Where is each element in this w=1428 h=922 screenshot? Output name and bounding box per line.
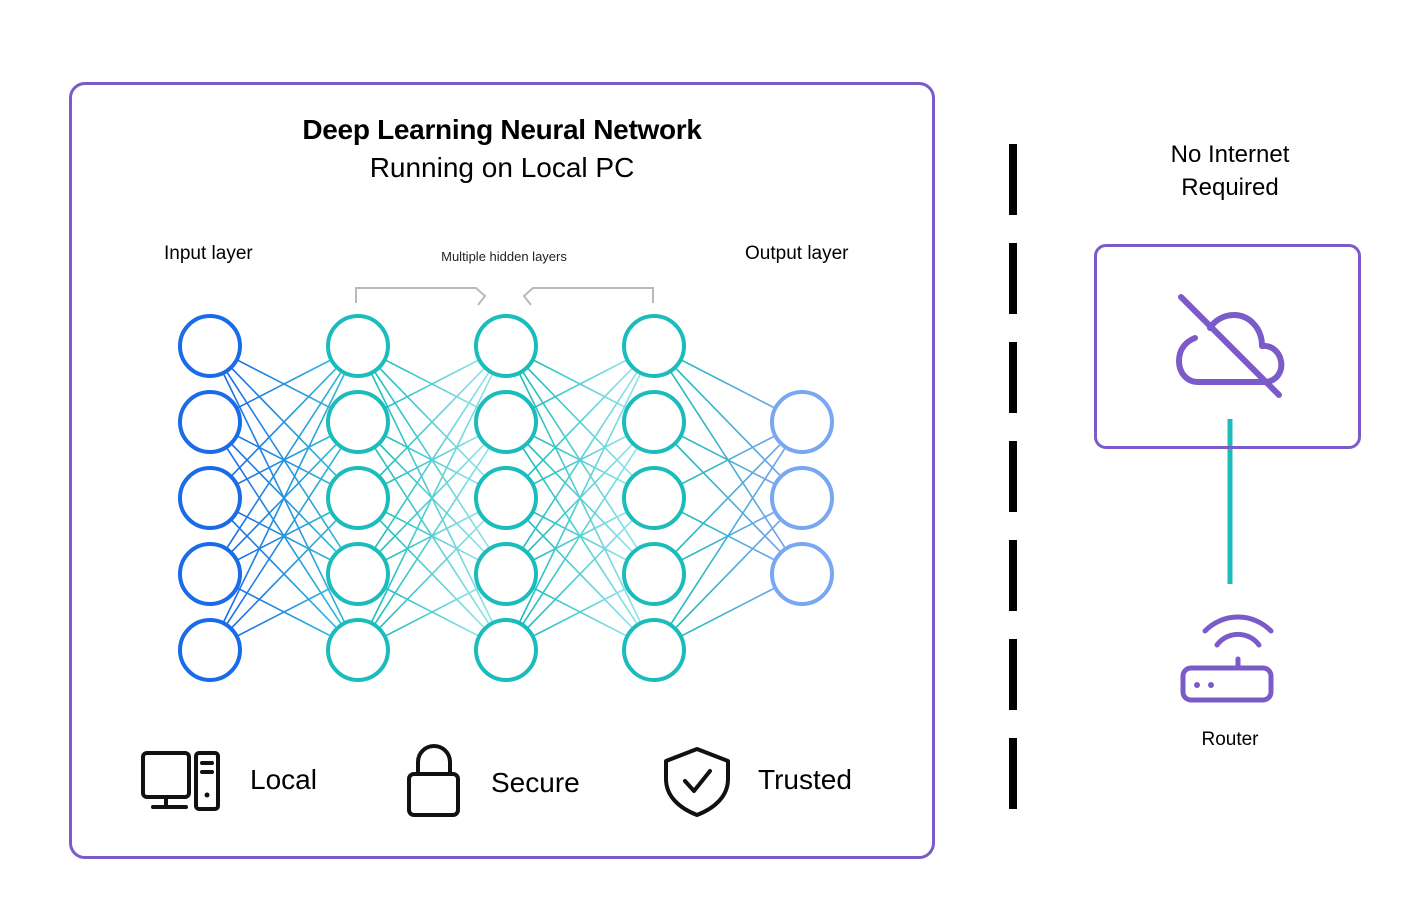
connection-l0-4-2 [230,520,337,630]
connection-l2-2-3 [532,510,626,561]
input-node-1 [178,314,242,378]
no-internet-line-2: Required [1181,174,1279,201]
connection-l2-4-0 [518,374,641,624]
connection-l1-2-3 [384,510,478,561]
hidden-1-node-2 [326,390,390,454]
connection-l1-4-2 [378,520,485,630]
no-internet-title: No Internet Required [1100,138,1360,204]
connection-l2-1-0 [532,359,626,410]
connection-l0-2-3 [236,510,330,561]
diagram-subtitle: Running on Local PC [369,152,635,183]
connection-l2-4-3 [532,587,626,638]
connection-l0-3-0 [225,372,342,550]
connection-l2-0-1 [532,358,626,409]
hidden-3-node-1 [622,314,686,378]
input-node-4 [178,542,242,606]
connection-l0-0-1 [236,358,330,409]
feature-local-label: Local [250,764,317,795]
output-layer-label: Output layer [745,243,849,264]
connection-l1-4-0 [370,374,493,624]
connection-l3-2-2 [680,510,774,561]
connection-l2-3-4 [532,586,626,637]
no-internet-line-1: No Internet [1170,141,1290,168]
connection-l0-4-0 [222,374,345,624]
connection-l3-2-0 [680,435,774,486]
connection-l0-3-4 [236,586,330,637]
router-icon [1180,614,1274,703]
input-node-3 [178,466,242,530]
connection-l0-2-0 [230,368,337,478]
connection-l0-4-1 [225,448,342,626]
connection-l2-2-0 [526,368,633,478]
hidden-3-node-4 [622,542,686,606]
input-node-5 [178,618,242,682]
connection-l2-4-2 [526,520,633,630]
hidden-layers-label: Multiple hidden layers [441,249,567,264]
connection-l0-1-0 [236,359,330,410]
connection-l1-3-4 [384,586,478,637]
connection-l1-2-0 [378,368,485,478]
feature-trusted-label: Trusted [758,764,852,795]
connection-l0-1-2 [236,434,330,485]
hidden-2-node-2 [474,390,538,454]
connection-l2-4-1 [521,448,638,626]
feature-secure-label: Secure [491,767,580,798]
connection-l2-3-0 [521,372,638,550]
hidden-3-node-3 [622,466,686,530]
output-node-3 [770,542,834,606]
connection-l1-4-1 [373,448,490,626]
router-label: Router [1201,729,1259,750]
connection-l3-4-1 [674,520,781,630]
connection-l3-4-2 [680,587,774,638]
diagram-title: Deep Learning Neural Network [302,114,702,145]
hidden-2-node-5 [474,618,538,682]
network-nodes [178,314,834,682]
lock-icon [407,744,460,817]
connection-l0-4-3 [236,587,330,638]
output-node-2 [770,466,834,530]
connection-l3-1-1 [680,434,774,485]
connection-l3-4-0 [669,448,786,626]
desktop-computer-icon [141,751,220,811]
cloud-off-icon [1176,294,1285,398]
connection-l1-1-0 [384,359,478,410]
connection-l3-0-0 [680,358,774,409]
output-node-1 [770,390,834,454]
cloud-offline-box [1094,244,1361,449]
local-pc-frame [69,82,935,859]
connection-l1-1-2 [384,434,478,485]
connection-l2-1-2 [532,434,626,485]
connection-l1-0-1 [384,358,478,409]
connection-l3-3-0 [674,444,781,554]
hidden-1-node-4 [326,542,390,606]
hidden-2-node-1 [474,314,538,378]
input-layer-label: Input layer [164,243,253,264]
hidden-2-node-4 [474,542,538,606]
shield-check-icon [664,747,730,817]
input-node-2 [178,390,242,454]
hidden-1-node-3 [326,466,390,530]
connection-l1-3-0 [373,372,490,550]
connection-l1-4-3 [384,587,478,638]
hidden-layers-bracket [355,287,654,306]
hidden-2-node-3 [474,466,538,530]
hidden-1-node-1 [326,314,390,378]
network-connections [222,345,786,651]
hidden-3-node-5 [622,618,686,682]
hidden-3-node-2 [622,390,686,454]
hidden-1-node-5 [326,618,390,682]
